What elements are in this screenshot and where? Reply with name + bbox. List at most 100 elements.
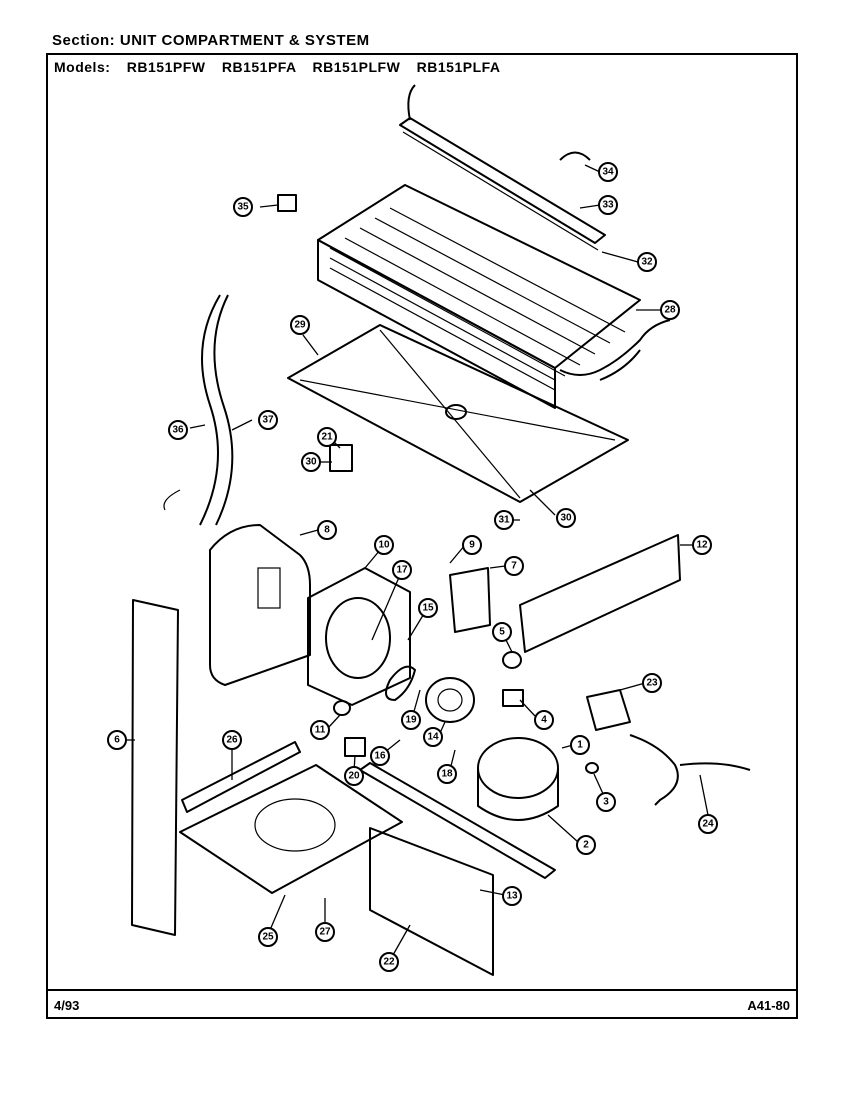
- callout-32: 32: [637, 252, 657, 272]
- section-label: Section:: [52, 32, 116, 49]
- mounting-rail: [399, 84, 606, 251]
- svg-text:17: 17: [396, 565, 408, 576]
- callout-18: 18: [437, 764, 457, 784]
- section-title: Section: UNIT COMPARTMENT & SYSTEM: [52, 32, 370, 49]
- compressor-rail: [359, 762, 556, 879]
- callout-36: 36: [168, 420, 188, 440]
- callout-10: 10: [374, 535, 394, 555]
- svg-text:30: 30: [560, 513, 572, 524]
- callout-16: 16: [370, 746, 390, 766]
- svg-text:31: 31: [498, 515, 510, 526]
- callout-13: 13: [502, 886, 522, 906]
- support-rail: [181, 534, 681, 813]
- svg-text:27: 27: [319, 927, 331, 938]
- svg-text:37: 37: [262, 415, 274, 426]
- svg-text:22: 22: [383, 957, 395, 968]
- callout-29: 29: [290, 315, 310, 335]
- callout-35: 35: [233, 197, 253, 217]
- svg-text:19: 19: [405, 715, 417, 726]
- washer-3: [585, 762, 599, 774]
- svg-text:3: 3: [603, 797, 609, 808]
- callout-25: 25: [258, 927, 278, 947]
- svg-text:7: 7: [511, 561, 517, 572]
- power-cord: [629, 734, 751, 806]
- grommet-11: [333, 700, 351, 716]
- callout-33: 33: [598, 195, 618, 215]
- model-number: RB151PFA: [221, 59, 297, 75]
- clip-34: [559, 151, 591, 161]
- callout-26: 26: [222, 730, 242, 750]
- svg-text:24: 24: [702, 819, 714, 830]
- callout-20: 20: [344, 766, 364, 786]
- callout-31: 31: [494, 510, 514, 530]
- callout-30a: 30: [301, 452, 321, 472]
- diagram-frame: Models: RB151PFW RB151PFA RB151PLFW RB15…: [46, 53, 798, 1019]
- access-cover: [369, 827, 494, 976]
- clip-30: [329, 444, 353, 472]
- terminal-4: [502, 689, 524, 707]
- callout-22: 22: [379, 952, 399, 972]
- svg-text:11: 11: [315, 725, 326, 736]
- model-number: RB151PLFA: [416, 59, 501, 75]
- svg-text:33: 33: [602, 200, 614, 211]
- callout-4: 4: [534, 710, 554, 730]
- grommet-5: [502, 651, 522, 669]
- svg-text:15: 15: [422, 603, 434, 614]
- svg-text:34: 34: [602, 167, 614, 178]
- callout-9: 9: [462, 535, 482, 555]
- svg-text:21: 21: [321, 432, 333, 443]
- callout-14: 14: [423, 727, 443, 747]
- base-pan: [179, 764, 403, 894]
- capacitor: [344, 737, 366, 757]
- drain-pan: [287, 324, 629, 503]
- callout-19: 19: [401, 710, 421, 730]
- drain-tubes: [163, 294, 234, 526]
- svg-text:2: 2: [583, 840, 589, 851]
- callout-27: 27: [315, 922, 335, 942]
- svg-text:30: 30: [305, 457, 317, 468]
- small-parts: [277, 151, 599, 774]
- callout-5: 5: [492, 622, 512, 642]
- side-cover-panel: [131, 599, 179, 936]
- callout-24: 24: [698, 814, 718, 834]
- callout-30b: 30: [556, 508, 576, 528]
- models-label: Models:: [54, 59, 111, 75]
- svg-text:12: 12: [696, 540, 708, 551]
- svg-text:16: 16: [374, 751, 386, 762]
- svg-text:35: 35: [237, 202, 249, 213]
- callout-6: 6: [107, 730, 127, 750]
- svg-text:9: 9: [469, 540, 475, 551]
- svg-text:18: 18: [441, 769, 453, 780]
- callout-21: 21: [317, 427, 337, 447]
- svg-text:36: 36: [172, 425, 184, 436]
- svg-text:14: 14: [427, 732, 439, 743]
- section-value: UNIT COMPARTMENT & SYSTEM: [119, 32, 370, 49]
- svg-text:32: 32: [641, 257, 653, 268]
- footer-rule: [48, 989, 796, 991]
- condenser-coil: [317, 184, 671, 409]
- svg-text:6: 6: [114, 735, 120, 746]
- svg-text:23: 23: [646, 678, 658, 689]
- side-condenser: [209, 524, 311, 686]
- svg-text:4: 4: [541, 715, 547, 726]
- relay-bracket: [449, 567, 491, 633]
- svg-text:10: 10: [378, 540, 390, 551]
- callout-2: 2: [576, 835, 596, 855]
- callout-7: 7: [504, 556, 524, 576]
- svg-text:20: 20: [348, 771, 360, 782]
- model-number: RB151PFW: [126, 59, 206, 75]
- svg-text:8: 8: [324, 525, 330, 536]
- callout-17: 17: [392, 560, 412, 580]
- svg-text:1: 1: [577, 740, 583, 751]
- svg-text:29: 29: [294, 320, 306, 331]
- footer-page-code: A41-80: [747, 998, 790, 1013]
- callout-11: 11: [310, 720, 330, 740]
- compressor: [477, 737, 559, 821]
- fan-blade: [385, 665, 416, 701]
- model-number: RB151PLFW: [312, 59, 401, 75]
- callout-15: 15: [418, 598, 438, 618]
- svg-text:26: 26: [226, 735, 238, 746]
- clip-35: [277, 194, 297, 212]
- callout-8: 8: [317, 520, 337, 540]
